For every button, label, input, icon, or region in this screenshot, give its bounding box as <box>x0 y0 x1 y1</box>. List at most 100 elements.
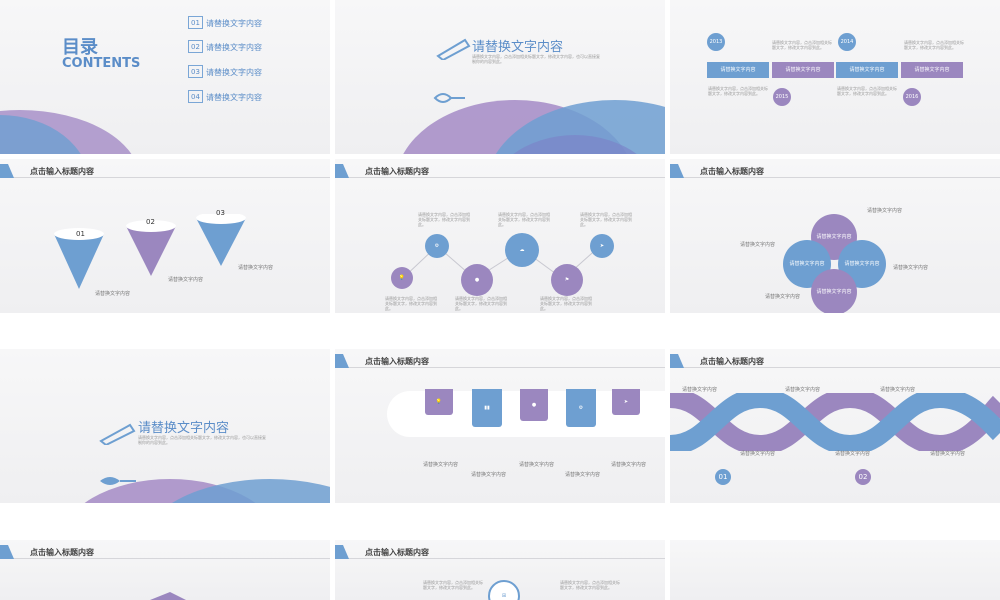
circle-label-4: 请替换文字内容 <box>765 294 801 300</box>
path-text-4: 请替换文字内容，点击添加相关标题文字，修改文字内容到此。 <box>385 296 437 311</box>
header-triangle-icon <box>0 545 14 559</box>
circle-label-3: 请替换文字内容 <box>893 265 929 271</box>
year-2014: 2014 <box>838 33 856 51</box>
ribbon-label-2: 请替换文字内容 <box>785 387 821 393</box>
toc-item-2: 请替换文字内容 <box>206 43 262 52</box>
toc-item-3: 请替换文字内容 <box>206 68 262 77</box>
slide-timeline[interactable]: 2013 2014 2015 2016 请替换文字内容 请替换文字内容 请替换文… <box>670 0 1000 154</box>
path-text-5: 请替换文字内容，点击添加相关标题文字，修改文字内容到此。 <box>455 296 507 311</box>
ribbon-label-6: 请替换文字内容 <box>930 451 966 457</box>
cone-label-1: 请替换文字内容 <box>95 291 131 297</box>
ribbon-label-1: 请替换文字内容 <box>682 387 718 393</box>
slide-title-7[interactable]: 请替换文字内容 请替换文字内容，点击添加相关标题文字，修改文字内容，也可以直接复… <box>0 349 330 503</box>
slide-header-title: 点击输入标题内容 <box>700 167 764 176</box>
header-triangle-icon <box>670 354 684 368</box>
tab-label-3: 请替换文字内容 <box>519 462 555 468</box>
tab-label-1: 请替换文字内容 <box>423 462 459 468</box>
header-triangle-icon <box>0 164 14 178</box>
tab-label-4: 请替换文字内容 <box>565 472 601 478</box>
toc-title-cn: 目录 <box>62 37 98 58</box>
slide-cones[interactable]: 点击输入标题内容 01 02 03 请替换文字内容 请替换文字内容 请替换文字内… <box>0 159 330 313</box>
circle-label-1: 请替换文字内容 <box>867 208 903 214</box>
slide2-heading: 请替换文字内容 <box>472 40 564 55</box>
cone-label-3: 请替换文字内容 <box>238 265 274 271</box>
cone-diagram <box>54 214 246 289</box>
bar-chart-icon: ▮▮ <box>472 389 502 427</box>
toc-num-3: 03 <box>188 65 203 78</box>
ribbon-label-3: 请替换文字内容 <box>880 387 916 393</box>
path-text-1: 请替换文字内容，点击添加相关标题文字，修改文字内容到此。 <box>418 212 470 227</box>
pencil-icon <box>436 38 471 60</box>
year-2016: 2016 <box>903 88 921 106</box>
circle-label-2: 请替换文字内容 <box>740 242 776 248</box>
pencil-icon <box>99 423 136 445</box>
sitemap-icon: ⊞ <box>488 580 520 600</box>
year-2013: 2013 <box>707 33 725 51</box>
tl-box-4: 请替换文字内容 <box>901 62 963 78</box>
tl-text-1: 请替换文字内容，点击添加相关标题文字，修改文字内容到此。 <box>772 40 832 50</box>
lightbulb-icon: 💡 <box>425 389 453 415</box>
cone-label-2: 请替换文字内容 <box>168 277 204 283</box>
ribbon-num-2: 02 <box>855 469 871 485</box>
tl-box-2: 请替换文字内容 <box>772 62 834 78</box>
toc-num-1: 01 <box>188 16 203 29</box>
slide-tabs[interactable]: 点击输入标题内容 💡 ▮▮ ● ⚙ ➤ 请替换文字内容 请替换文字内容 请替换文… <box>335 349 665 503</box>
lightbulb-icon: 💡 <box>391 267 413 289</box>
toc-title-en: CONTENTS <box>62 56 141 71</box>
slide-header-title: 点击输入标题内容 <box>30 167 94 176</box>
slide-icon-path[interactable]: 点击输入标题内容 💡 ⚙ ● ☁ ⚑ ➤ 请替换文字内容，点击添加相关标题文字，… <box>335 159 665 313</box>
ribbon-label-5: 请替换文字内容 <box>835 451 871 457</box>
header-triangle-icon <box>670 164 684 178</box>
header-triangle-icon <box>335 354 349 368</box>
slide7-heading: 请替换文字内容 <box>138 421 230 436</box>
ribbon-num-1: 01 <box>715 469 731 485</box>
slide-contents[interactable]: 目录 CONTENTS 01 请替换文字内容 02 请替换文字内容 03 请替换… <box>0 0 330 154</box>
tab-label-2: 请替换文字内容 <box>471 472 507 478</box>
slide2-desc: 请替换文字内容，点击添加相关标题文字，修改文字内容，也可以直接复制你的内容到此。 <box>472 54 600 64</box>
header-triangle-icon <box>335 545 349 559</box>
tl-text-2: 请替换文字内容，点击添加相关标题文字，修改文字内容到此。 <box>904 40 964 50</box>
path-text-3: 请替换文字内容，点击添加相关标题文字，修改文字内容到此。 <box>580 212 632 227</box>
cone-num-3: 03 <box>216 209 225 217</box>
slide-ribbon[interactable]: 点击输入标题内容 请替换文字内容 请替换文字内容 请替换文字内容 请替换文字内容… <box>670 349 1000 503</box>
cloud-icon: ☁ <box>505 233 539 267</box>
tl-text-4: 请替换文字内容，点击添加相关标题文字，修改文字内容到此。 <box>837 86 897 96</box>
location-pin-icon: ● <box>461 264 493 296</box>
flag-icon: ⚑ <box>551 264 583 296</box>
ribbon-label-4: 请替换文字内容 <box>740 451 776 457</box>
slide-header-title: 点击输入标题内容 <box>365 167 429 176</box>
cone-num-1: 01 <box>76 230 85 238</box>
toc-num-2: 02 <box>188 40 203 53</box>
slide-header-title: 点击输入标题内容 <box>365 357 429 366</box>
partial-text-1: 请替换文字内容，点击添加相关标题文字，修改文字内容到此。 <box>423 580 483 590</box>
decor-arcs <box>403 100 665 154</box>
gear-icon: ⚙ <box>566 389 596 427</box>
slide-partial-12[interactable] <box>670 540 1000 600</box>
tab-label-5: 请替换文字内容 <box>611 462 647 468</box>
path-text-6: 请替换文字内容，点击添加相关标题文字，修改文字内容到此。 <box>540 296 592 311</box>
toc-item-1: 请替换文字内容 <box>206 19 262 28</box>
slide-partial-10[interactable]: 点击输入标题内容 <box>0 540 330 600</box>
path-text-2: 请替换文字内容，点击添加相关标题文字，修改文字内容到此。 <box>498 212 550 227</box>
gears-icon: ⚙ <box>425 234 449 258</box>
send-icon: ➤ <box>612 389 640 415</box>
tl-box-3: 请替换文字内容 <box>836 62 898 78</box>
ribbon-wave <box>670 393 1000 451</box>
decor-arcs <box>84 479 330 503</box>
slide-header-title: 点击输入标题内容 <box>365 548 429 557</box>
location-pin-icon: ● <box>520 389 548 421</box>
slide7-desc: 请替换文字内容，点击添加相关标题文字，修改文字内容，也可以直接复制你的内容到此。 <box>138 435 266 445</box>
slide-header-title: 点击输入标题内容 <box>30 548 94 557</box>
circle-bottom: 请替换文字内容 <box>811 269 857 313</box>
toc-item-4: 请替换文字内容 <box>206 93 262 102</box>
slide-header-title: 点击输入标题内容 <box>700 357 764 366</box>
slide-circles[interactable]: 点击输入标题内容 请替换文字内容 请替换文字内容 请替换文字内容 请替换文字内容… <box>670 159 1000 313</box>
tl-text-3: 请替换文字内容，点击添加相关标题文字，修改文字内容到此。 <box>708 86 768 96</box>
pen-nib-icon <box>100 477 136 485</box>
cone-num-2: 02 <box>146 218 155 226</box>
decor-waves <box>0 110 132 154</box>
slide-partial-11[interactable]: 点击输入标题内容 请替换文字内容，点击添加相关标题文字，修改文字内容到此。 请替… <box>335 540 665 600</box>
partial-text-2: 请替换文字内容，点击添加相关标题文字，修改文字内容到此。 <box>560 580 620 590</box>
slide-title-2[interactable]: 请替换文字内容 请替换文字内容，点击添加相关标题文字，修改文字内容，也可以直接复… <box>335 0 665 154</box>
